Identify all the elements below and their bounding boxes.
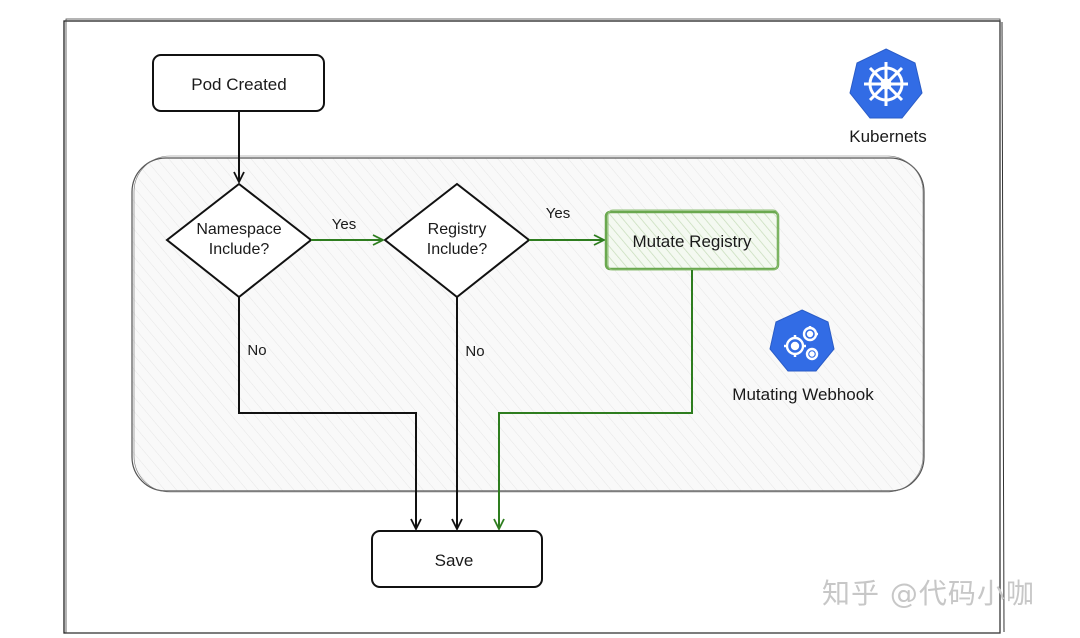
watermark: 知乎 @代码小咖 <box>822 577 1035 610</box>
mutate-registry-node: Mutate Registry <box>604 209 780 271</box>
pod-created-node: Pod Created <box>152 54 325 112</box>
namespace-no-label: No <box>247 342 266 359</box>
outer-frame <box>63 18 1005 634</box>
kubernetes-label: Kubernets <box>849 127 927 146</box>
webhook-label: Mutating Webhook <box>732 385 874 404</box>
kubernetes-icon <box>849 48 923 119</box>
registry-label-line2: Include? <box>427 241 488 258</box>
registry-yes-label: Yes <box>546 205 570 222</box>
registry-label-line1: Registry <box>428 221 487 238</box>
registry-decision: Registry Include? <box>383 182 531 299</box>
registry-no-label: No <box>465 343 484 360</box>
namespace-label-line1: Namespace <box>196 221 281 238</box>
mutate-registry-label: Mutate Registry <box>632 232 752 251</box>
namespace-label-line2: Include? <box>209 241 270 258</box>
save-node: Save <box>371 530 543 588</box>
namespace-decision: Namespace Include? <box>165 182 313 299</box>
namespace-yes-label: Yes <box>332 216 356 233</box>
edge-namespace-no <box>238 297 416 529</box>
edge-mutate-to-save <box>499 270 693 529</box>
save-label: Save <box>435 551 474 570</box>
pod-created-label: Pod Created <box>191 75 286 94</box>
webhook-gears-icon <box>769 309 835 372</box>
